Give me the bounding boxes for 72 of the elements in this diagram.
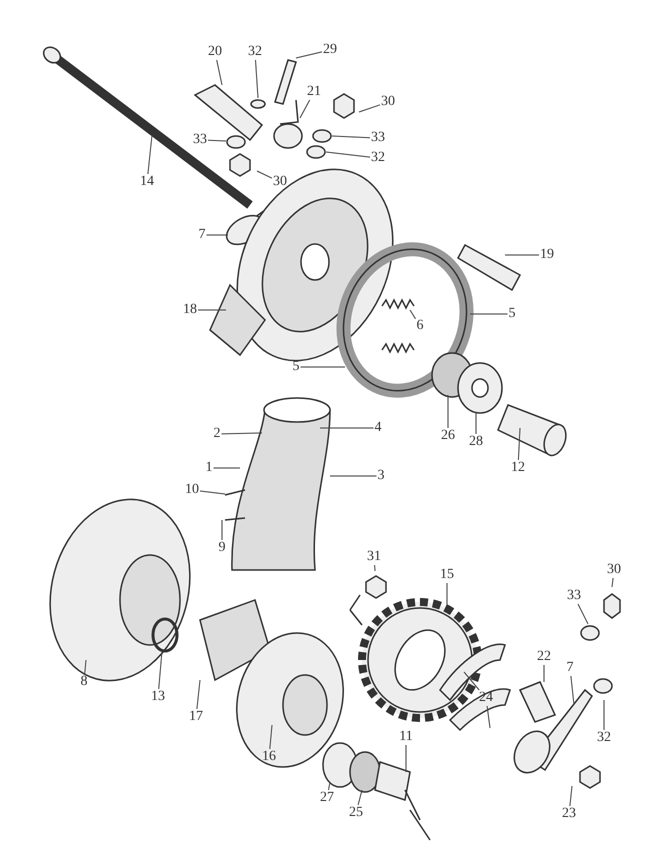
leader-line [374,564,376,572]
leader-line [326,152,370,158]
leader-line [256,170,272,179]
callout-number: 32 [370,150,386,166]
leader-line [569,786,572,806]
callout-number: 20 [207,44,223,60]
leader-line [358,790,362,806]
leader-line [486,706,490,728]
leader-line [200,490,226,494]
leader-line [255,60,258,98]
leader-line [570,676,574,706]
callout-number: 5 [292,359,300,375]
leader-line [221,432,262,434]
callout-number: 3 [376,468,386,484]
leader-line [332,136,370,138]
callout-number: 28 [468,434,484,450]
leader-line [446,582,448,606]
leader-line [612,578,614,588]
callout-number: 22 [536,649,552,665]
leader-line [464,672,480,690]
callout-number: 19 [539,247,555,263]
callout-number: 32 [596,730,612,746]
callout-number: 9 [218,540,226,556]
callout-number: 13 [150,689,166,705]
callout-number: 33 [192,132,208,148]
callout-number: 8 [80,674,88,690]
callout-number: 16 [261,749,277,765]
callout-number: 14 [139,174,155,190]
leader-line [300,366,346,368]
callout-number: 30 [272,174,288,190]
callout-number: 2 [212,426,222,442]
leader-line [504,254,540,256]
leader-line [518,428,520,460]
leader-line [147,134,152,174]
callout-number: 32 [247,44,263,60]
callout-number: 24 [478,690,494,706]
callout-number: 7 [566,660,574,676]
leader-line [208,140,226,142]
leader-line [206,234,228,236]
leader-line [216,60,222,86]
callout-number: 29 [322,42,338,58]
callout-number: 33 [370,130,386,146]
callout-number: 33 [566,588,582,604]
leader-line [300,100,310,118]
callout-number: 7 [198,227,206,243]
leader-line [578,604,588,624]
callout-number: 6 [416,318,424,334]
callout-number: 1 [204,460,214,476]
callout-number: 26 [440,428,456,444]
callout-number: 30 [380,94,396,110]
leader-line [196,680,200,710]
callout-number: 30 [606,562,622,578]
callout-number: 12 [510,460,526,476]
callout-number: 5 [508,306,516,322]
callout-number: 31 [366,549,382,565]
callout-number: 17 [188,709,204,725]
leader-line [296,51,322,58]
callout-number: 27 [319,790,335,806]
callout-number: 15 [439,567,455,583]
leader-line [410,310,416,320]
callout-number: 21 [306,84,322,100]
leader-line [269,724,272,750]
callout-number: 11 [398,729,414,745]
callout-number: 18 [182,302,198,318]
callout-number: 4 [374,420,382,436]
callout-number: 25 [348,805,364,821]
leader-line [84,660,86,674]
leader-line [328,782,330,790]
leader-line [358,104,380,112]
callout-number: 10 [184,482,200,498]
callout-number: 23 [561,806,577,822]
leader-line [158,650,162,690]
